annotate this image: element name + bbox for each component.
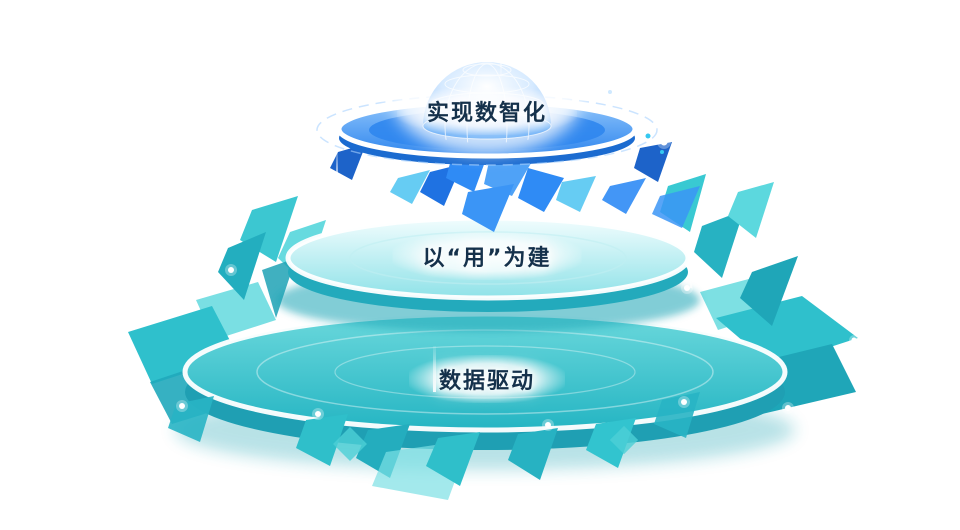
- tier-label-middle: 以“用”为建: [392, 232, 582, 280]
- tier-label-bottom: 数据驱动: [408, 355, 566, 403]
- crystal-burst-blue: [330, 142, 700, 232]
- tier-label-top: 实现数智化: [396, 87, 578, 135]
- rim-dots: [123, 125, 859, 431]
